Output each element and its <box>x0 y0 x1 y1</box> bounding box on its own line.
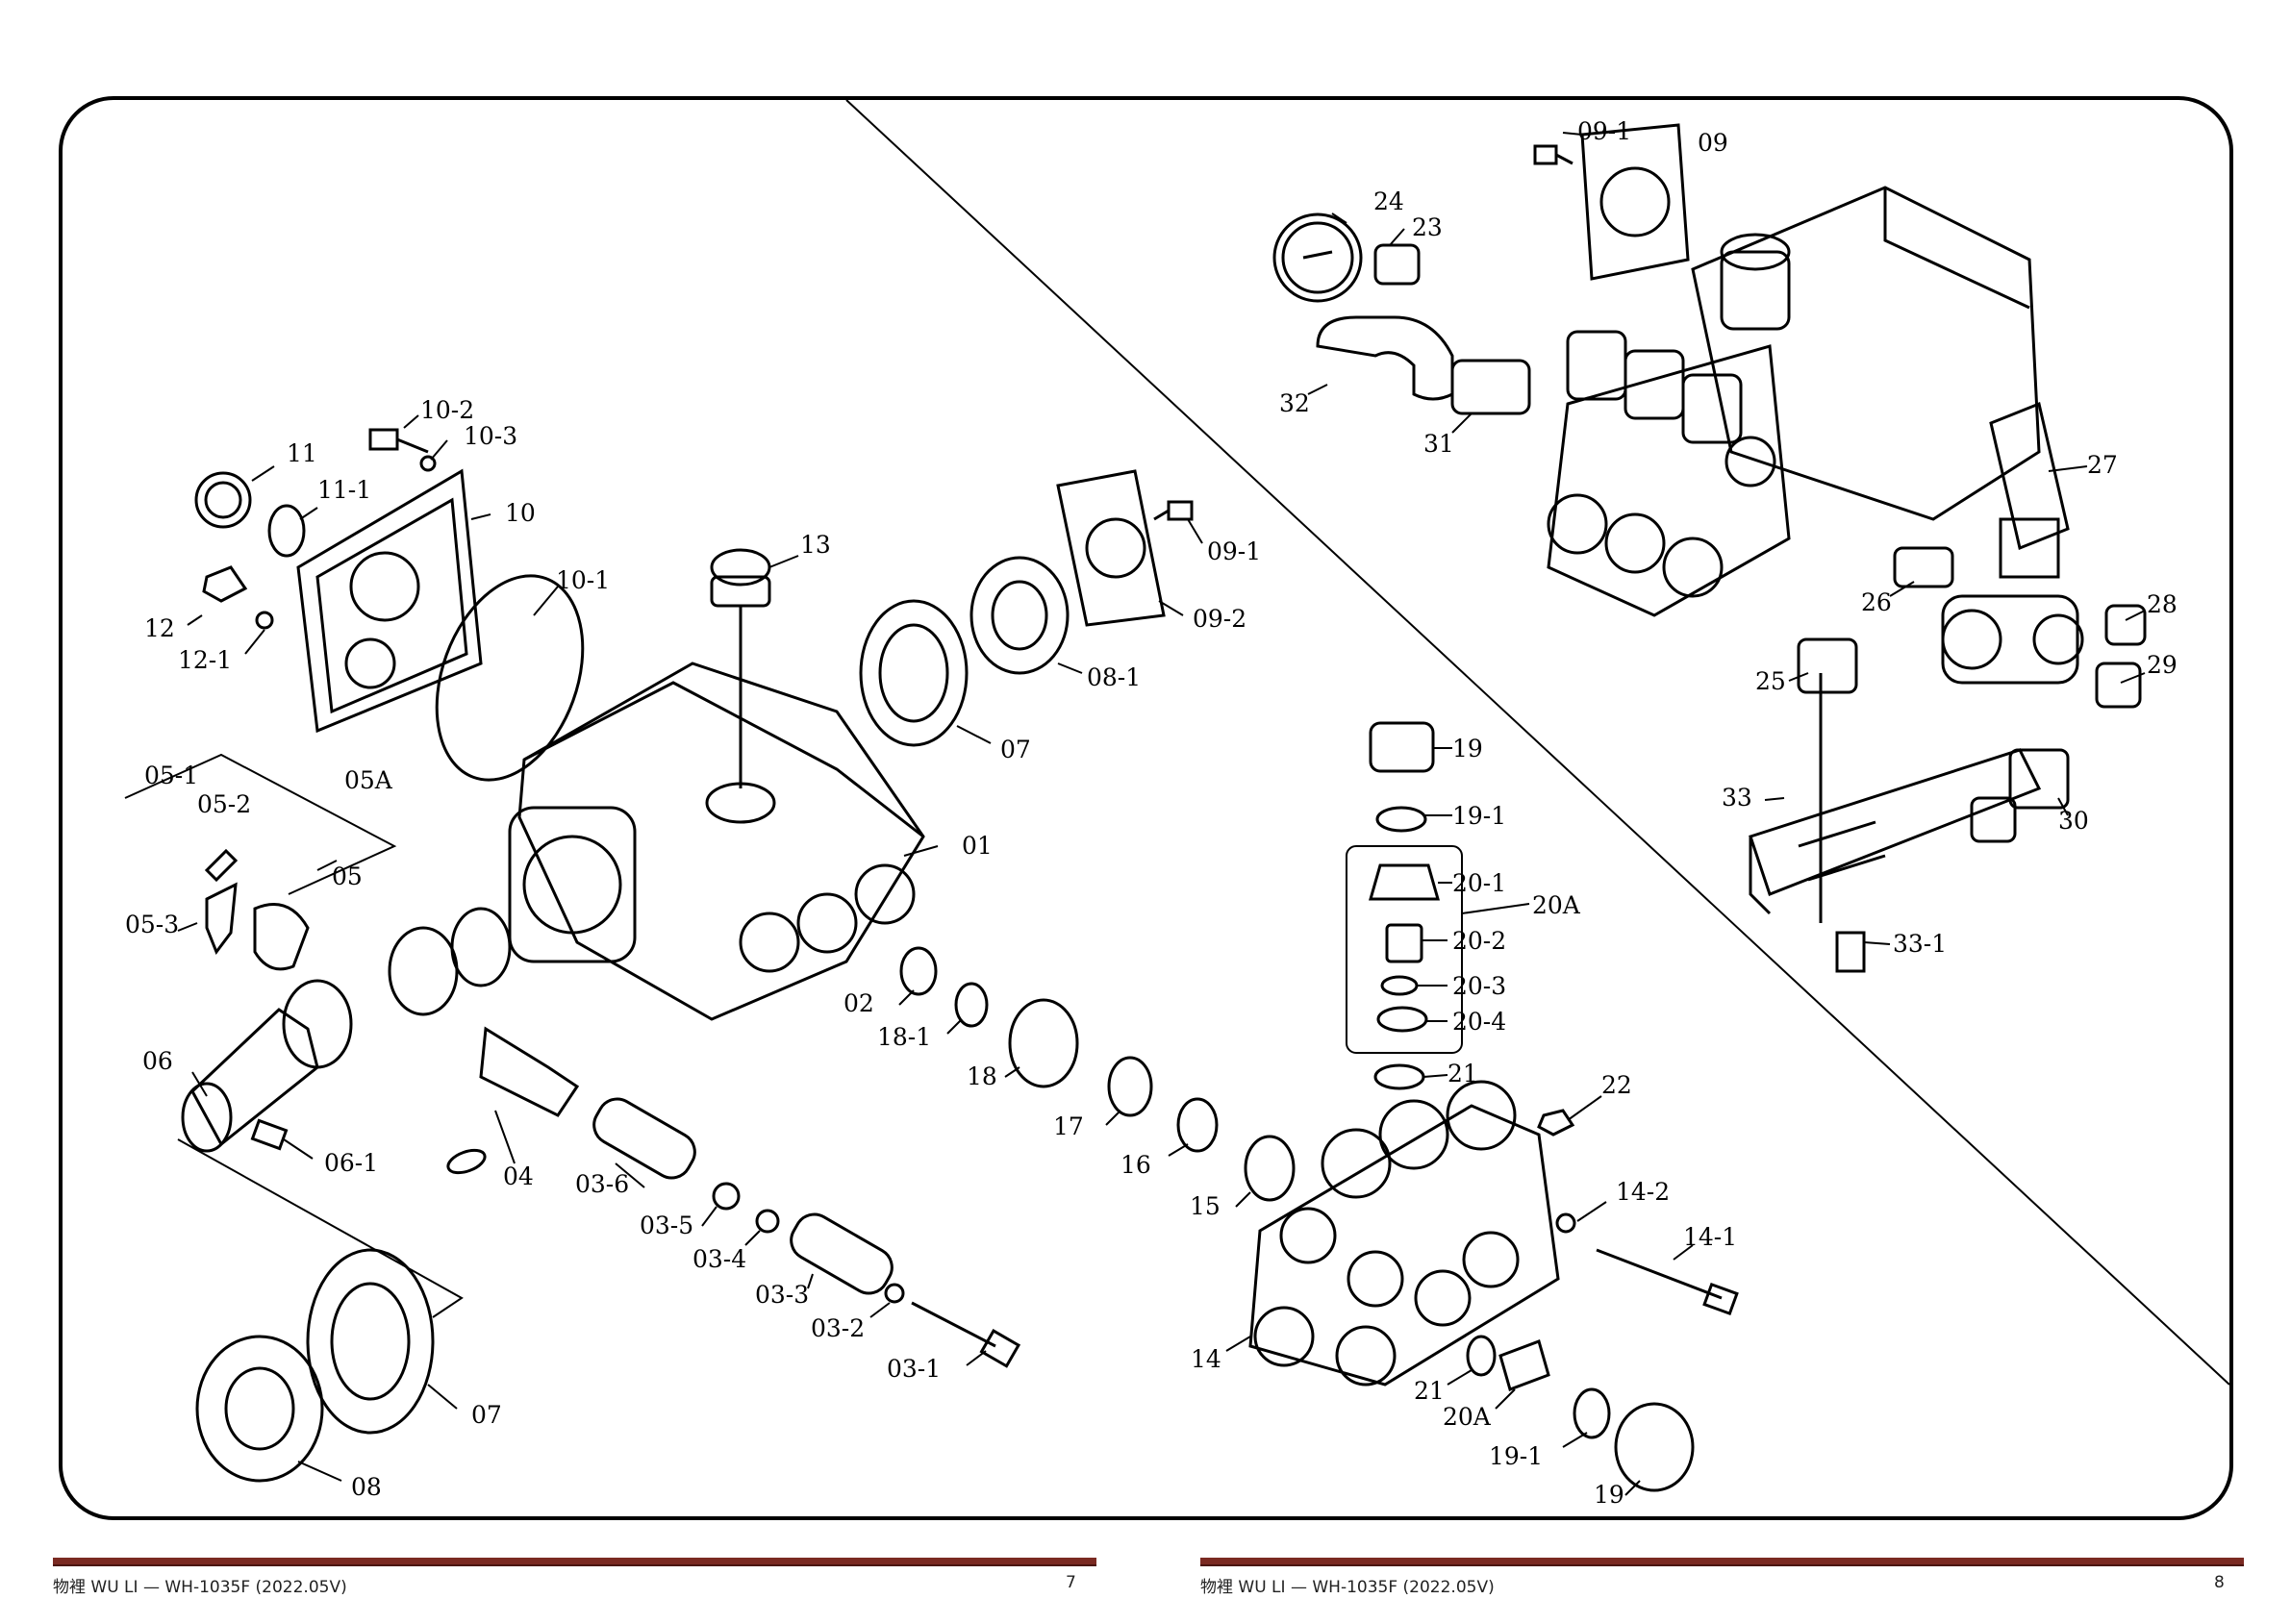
label-08-1: 08-1 <box>1087 663 1141 691</box>
label-28: 28 <box>2147 590 2178 618</box>
label-33-1: 33-1 <box>1893 930 1947 958</box>
label-07-lower: 07 <box>471 1401 502 1429</box>
label-16: 16 <box>1120 1151 1151 1179</box>
label-05: 05 <box>332 862 363 890</box>
label-21-bottom: 21 <box>1414 1377 1445 1405</box>
label-11-1: 11-1 <box>317 476 371 504</box>
manifold-14 <box>1248 1104 1560 1387</box>
label-11: 11 <box>287 439 317 467</box>
label-10-1: 10-1 <box>556 566 610 594</box>
label-03-5: 03-5 <box>640 1212 693 1239</box>
label-09-1-top: 09-1 <box>1577 117 1631 145</box>
label-08: 08 <box>351 1473 382 1501</box>
page-number-left: 7 <box>1066 1573 1076 1592</box>
label-29: 29 <box>2147 651 2178 679</box>
diagram-frame <box>59 96 2233 1520</box>
label-02: 02 <box>843 989 874 1017</box>
label-19-bottom: 19 <box>1594 1481 1624 1509</box>
label-22: 22 <box>1601 1071 1632 1099</box>
label-13: 13 <box>800 531 831 559</box>
label-06: 06 <box>142 1047 173 1075</box>
label-03-6: 03-6 <box>575 1170 629 1198</box>
crankcase-01 <box>517 662 925 1021</box>
label-26: 26 <box>1861 588 1892 616</box>
label-09-1-left: 09-1 <box>1207 537 1261 565</box>
divider-line <box>845 99 2230 1386</box>
label-25: 25 <box>1755 667 1786 695</box>
label-09-top: 09 <box>1698 129 1728 157</box>
label-19-1-top: 19-1 <box>1452 802 1506 830</box>
pressure-gauge-24 <box>1272 212 1363 303</box>
label-20a-group: 20A <box>1532 891 1581 919</box>
label-20a-bottom: 20A <box>1443 1403 1492 1431</box>
label-33: 33 <box>1722 784 1752 812</box>
label-14-2: 14-2 <box>1616 1178 1670 1206</box>
exploded-crankcase <box>181 428 1296 1483</box>
label-03-2: 03-2 <box>811 1314 865 1342</box>
label-17: 17 <box>1053 1112 1084 1140</box>
label-03-3: 03-3 <box>755 1281 809 1309</box>
assembled-pump <box>1272 123 2147 973</box>
label-10: 10 <box>505 499 536 527</box>
label-03-4: 03-4 <box>692 1245 746 1273</box>
label-09-2: 09-2 <box>1193 605 1246 633</box>
label-31: 31 <box>1423 430 1454 458</box>
label-21-top: 21 <box>1448 1060 1478 1087</box>
label-10-2: 10-2 <box>420 396 474 424</box>
label-07-upper: 07 <box>1000 736 1031 763</box>
label-05-1: 05-1 <box>144 762 198 789</box>
label-03-1: 03-1 <box>887 1355 941 1383</box>
label-20-4: 20-4 <box>1452 1008 1506 1036</box>
label-32: 32 <box>1279 389 1310 417</box>
label-15: 15 <box>1190 1192 1221 1220</box>
label-20-2: 20-2 <box>1452 927 1506 955</box>
label-01: 01 <box>962 832 993 860</box>
label-05a: 05A <box>344 766 393 794</box>
label-20-1: 20-1 <box>1452 869 1506 897</box>
label-12: 12 <box>144 614 175 642</box>
label-04: 04 <box>503 1162 534 1190</box>
label-10-3: 10-3 <box>464 422 517 450</box>
footer-rule-left <box>53 1558 1096 1566</box>
label-06-1: 06-1 <box>324 1149 378 1177</box>
label-24: 24 <box>1373 187 1404 215</box>
part-labels: 09-1 09 24 23 32 31 27 26 28 29 25 33 30… <box>125 117 2178 1509</box>
label-27: 27 <box>2087 451 2118 479</box>
label-14: 14 <box>1191 1345 1221 1373</box>
valve-kit-box-20a <box>1346 845 1463 1054</box>
label-14-1: 14-1 <box>1683 1223 1737 1251</box>
footer-left-text: 物裡 WU LI — WH-1035F (2022.05V) <box>53 1578 347 1597</box>
cover-10 <box>296 468 483 734</box>
label-20-3: 20-3 <box>1452 972 1506 1000</box>
footer-right-text: 物裡 WU LI — WH-1035F (2022.05V) <box>1200 1578 1495 1597</box>
label-12-1: 12-1 <box>178 646 232 674</box>
manifold-assembly <box>1248 721 1739 1492</box>
label-05-3: 05-3 <box>125 911 179 938</box>
label-18: 18 <box>967 1062 997 1090</box>
label-05-2: 05-2 <box>197 790 251 818</box>
label-19-1-bottom: 19-1 <box>1489 1442 1543 1470</box>
label-30: 30 <box>2058 807 2089 835</box>
label-18-1: 18-1 <box>877 1023 931 1051</box>
flange-plate-09 <box>1580 123 1690 281</box>
page-number-right: 8 <box>2214 1573 2225 1592</box>
footer-rule-right <box>1200 1558 2244 1566</box>
label-23: 23 <box>1412 213 1443 241</box>
label-19-top: 19 <box>1452 735 1483 762</box>
